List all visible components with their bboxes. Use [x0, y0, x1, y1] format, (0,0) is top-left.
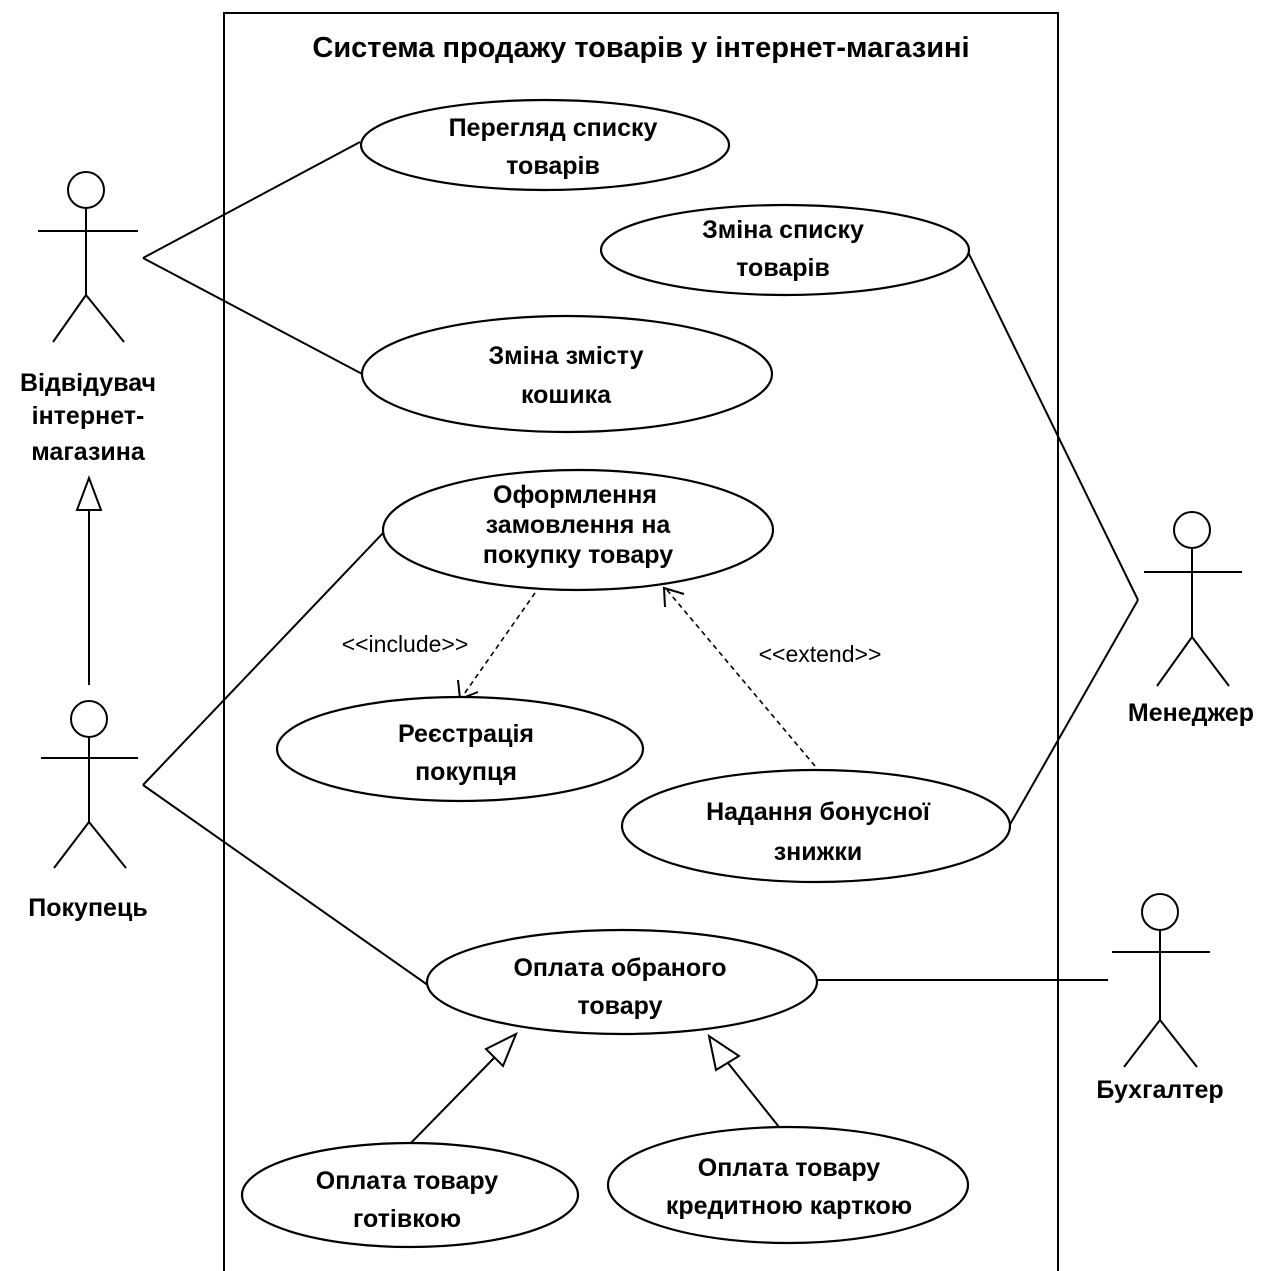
use-case-change-list[interactable]: Зміна списку товарів	[599, 203, 971, 297]
generalization-card-payment	[707, 1033, 788, 1138]
use-case-bonus[interactable]: Надання бонусної знижки	[620, 768, 1012, 884]
include-relation	[457, 592, 536, 701]
svg-text:магазина: магазина	[31, 438, 146, 466]
assoc-manager-change-list	[967, 251, 1139, 601]
actor-buyer-icon[interactable]	[41, 700, 138, 869]
svg-text:Перегляд списку: Перегляд списку	[449, 114, 658, 142]
use-case-view-list[interactable]: Перегляд списку товарів	[359, 98, 731, 192]
svg-text:покупця: покупця	[415, 758, 517, 786]
svg-text:інтернет-: інтернет-	[32, 402, 145, 430]
svg-text:Відвідувач: Відвідувач	[20, 369, 156, 397]
svg-text:Оплата товару: Оплата товару	[316, 1167, 498, 1195]
include-label: <<include>>	[342, 631, 469, 657]
assoc-buyer-order	[142, 531, 385, 786]
svg-text:кошика: кошика	[521, 381, 612, 409]
extend-relation	[662, 586, 816, 767]
svg-text:товарів: товарів	[736, 254, 830, 282]
svg-text:товару: товару	[578, 992, 663, 1020]
actor-visitor-icon[interactable]	[38, 171, 138, 343]
actor-buyer-label: Покупець	[28, 894, 147, 922]
svg-text:Зміна змісту: Зміна змісту	[489, 342, 644, 370]
svg-text:покупку товару: покупку товару	[483, 541, 673, 569]
svg-text:Оплата обраного: Оплата обраного	[513, 954, 726, 982]
svg-text:Оплата товару: Оплата товару	[698, 1154, 880, 1182]
actor-accountant-icon[interactable]	[1112, 893, 1210, 1068]
assoc-manager-bonus	[1007, 599, 1139, 829]
actor-manager-label: Менеджер	[1128, 699, 1254, 727]
system-boundary	[223, 12, 1059, 1271]
use-case-registration[interactable]: Реєстрація покупця	[275, 695, 645, 803]
generalization-cash-payment	[406, 1031, 518, 1148]
extend-label: <<extend>>	[759, 641, 882, 667]
use-case-change-cart[interactable]: Зміна змісту кошика	[360, 314, 774, 434]
actor-manager-icon[interactable]	[1144, 511, 1242, 687]
svg-text:Реєстрація: Реєстрація	[398, 720, 534, 748]
generalization-buyer-visitor	[75, 475, 103, 685]
assoc-visitor-change-cart	[142, 257, 367, 377]
svg-text:Зміна списку: Зміна списку	[702, 216, 864, 244]
associations	[142, 141, 1139, 989]
svg-text:товарів: товарів	[506, 152, 600, 180]
svg-text:Оформлення: Оформлення	[493, 481, 657, 509]
svg-text:Надання бонусної: Надання бонусної	[706, 798, 931, 826]
assoc-visitor-view-list	[142, 141, 361, 259]
system-title: Система продажу товарів у інтернет-магаз…	[312, 32, 969, 64]
svg-text:знижки: знижки	[774, 838, 863, 866]
actor-visitor-label: Відвідувач інтернет- магазина	[20, 369, 156, 466]
actor-accountant-label: Бухгалтер	[1096, 1076, 1223, 1104]
use-case-payment[interactable]: Оплата обраного товару	[425, 928, 819, 1036]
use-case-pay-cash[interactable]: Оплата товару готівкою	[240, 1141, 580, 1249]
svg-text:замовлення на: замовлення на	[486, 511, 672, 539]
assoc-buyer-payment	[142, 784, 433, 989]
use-case-order[interactable]: Оформлення замовлення на покупку товару	[381, 468, 775, 592]
use-case-pay-card[interactable]: Оплата товару кредитною карткою	[606, 1125, 970, 1245]
svg-text:кредитною карткою: кредитною карткою	[666, 1192, 912, 1220]
svg-text:готівкою: готівкою	[353, 1205, 461, 1233]
